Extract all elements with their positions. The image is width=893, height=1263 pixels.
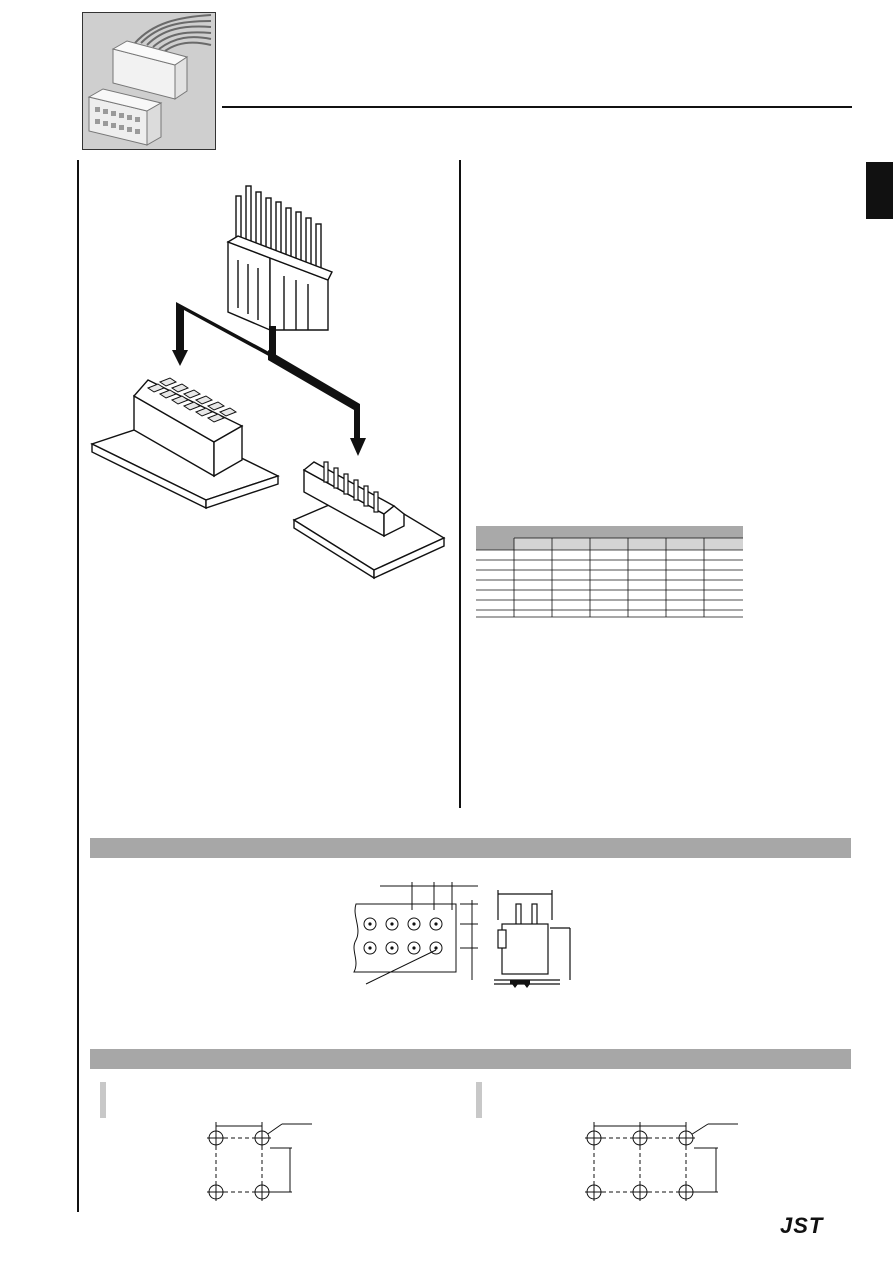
title-rule [222,106,852,108]
pcb-layout-drawing [353,882,571,988]
product-photo [82,12,216,150]
spec-table-corner-header [476,526,514,550]
spec-table-subheader [514,538,743,550]
hole-pattern-2col [207,1122,312,1201]
spec-table [476,526,743,618]
section-bar-2 [90,1049,851,1069]
sub-bar-right [476,1082,482,1118]
section-bar-1 [90,838,851,858]
spec-table-group-header [514,526,743,538]
jst-logo: JST [780,1213,824,1238]
mating-illustration [90,185,446,580]
column-divider-rule [459,160,461,808]
section-index-tab [866,162,893,219]
left-margin-rule [77,160,79,1212]
hole-pattern-3col [585,1122,738,1201]
sub-bar-left [100,1082,106,1118]
connector-photo-drawing [83,13,215,149]
